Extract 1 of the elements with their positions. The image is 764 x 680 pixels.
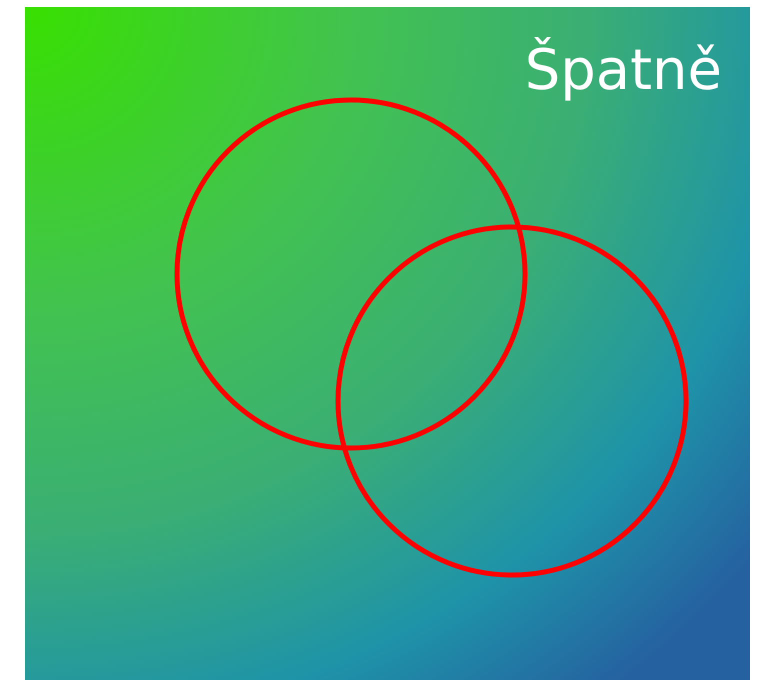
heading-text: Špatně bbox=[524, 37, 722, 104]
